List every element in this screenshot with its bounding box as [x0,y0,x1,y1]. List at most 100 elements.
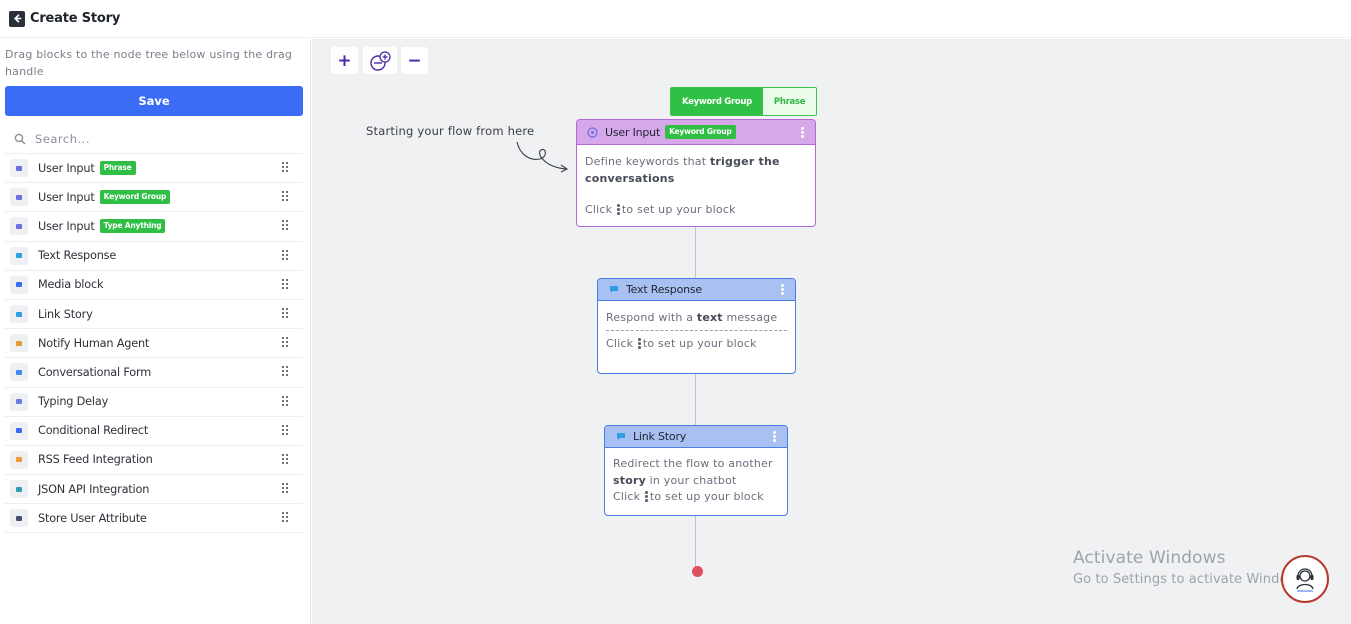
zoom-out-button[interactable]: − [401,47,428,74]
zoom-in-button[interactable]: + [331,47,358,74]
search-bar [5,124,303,154]
desc-text: in your chatbot [645,473,737,487]
block-item[interactable]: Store User Attribute [5,504,303,534]
drag-handle-icon[interactable] [282,483,290,494]
link-story-icon [10,305,28,324]
kebab-menu-icon[interactable] [781,284,784,295]
user-input-icon [10,159,28,178]
node-title: Text Response [626,283,702,296]
typing-delay-icon [10,392,28,411]
node-body: Respond with a text message Click to set… [598,301,795,360]
block-label: Store User Attribute [38,511,147,525]
arrow-left-icon[interactable] [9,10,25,27]
media-icon [10,275,28,294]
desc-bold: trigger the conversations [585,155,780,185]
drag-handle-icon[interactable] [282,395,290,407]
node-description: Redirect the flow to another story in yo… [613,456,779,489]
link-story-node[interactable]: Link Story Redirect the flow to another … [604,425,788,516]
block-item[interactable]: RSS Feed Integration [5,446,303,476]
zoom-fit-icon[interactable] [363,47,397,74]
block-badge: Type Anything [99,219,166,234]
node-connector [695,516,696,571]
watermark-subtitle: Go to Settings to activate Windows. [1073,572,1310,587]
block-label: User Input [38,190,95,204]
node-description: Respond with a text message [606,309,787,326]
activate-windows-watermark: Activate Windows Go to Settings to activ… [1073,548,1309,587]
setup-text: to set up your block [642,337,757,350]
api-icon [10,480,28,499]
block-label: User Input [38,219,95,233]
ellipsis-icon [644,491,648,502]
drag-handle-icon[interactable] [282,278,290,290]
node-description: Define keywords that trigger the convers… [585,153,807,187]
watermark-title: Activate Windows [1073,548,1226,568]
drag-handle-icon[interactable] [282,191,290,202]
block-label: Media block [38,278,104,292]
flow-end-handle[interactable] [692,566,703,577]
block-item[interactable]: Conditional Redirect [5,417,303,446]
drag-handle-icon[interactable] [282,453,290,465]
save-button[interactable]: Save [5,86,303,116]
block-badge: Phrase [99,161,136,176]
store-attribute-icon [10,509,28,528]
support-agent-icon[interactable] [1281,555,1329,603]
redirect-icon [10,421,28,440]
node-header: Text Response [598,279,795,301]
user-input-icon [10,217,28,236]
block-item[interactable]: Notify Human Agent [5,329,303,359]
drag-handle-icon[interactable] [282,220,290,231]
desc-text: message [722,311,778,324]
search-input[interactable] [35,131,275,146]
node-instruction: Click to set up your block [613,489,779,506]
flow-canvas[interactable]: + − Starting your flow from here Keyword… [312,39,1351,624]
node-body: Redirect the flow to another story in yo… [605,448,787,514]
node-body: Define keywords that trigger the convers… [577,145,815,226]
drag-handle-icon[interactable] [282,424,290,436]
block-item[interactable]: Conversational Form [5,358,303,388]
click-text: Click [613,490,641,503]
tab-keyword-group[interactable]: Keyword Group [671,88,763,115]
ellipsis-icon [637,338,641,349]
block-label: Link Story [38,307,93,321]
divider [606,330,787,331]
notify-agent-icon [10,334,28,353]
drag-handle-icon[interactable] [282,366,290,377]
kebab-menu-icon[interactable] [801,127,804,138]
rss-icon [10,450,28,469]
block-item[interactable]: Text Response [5,242,303,271]
block-item[interactable]: JSON API Integration [5,475,303,505]
user-input-node[interactable]: User Input Keyword Group Define keywords… [576,119,816,227]
drag-hint: Drag blocks to the node tree below using… [5,48,293,78]
kebab-menu-icon[interactable] [773,431,776,442]
block-label: Typing Delay [38,395,109,409]
drag-handle-icon[interactable] [282,512,290,523]
node-header: Link Story [605,426,787,448]
block-label: Notify Human Agent [38,336,150,350]
form-icon [10,363,28,382]
user-input-icon [10,188,28,207]
drag-handle-icon[interactable] [282,162,290,173]
drag-handle-icon[interactable] [282,337,290,348]
node-badge: Keyword Group [665,125,736,139]
desc-text: Define keywords that [585,155,710,168]
page-title: Create Story [30,11,121,26]
link-story-icon [615,431,626,442]
block-item[interactable]: Typing Delay [5,388,303,417]
curved-arrow-icon [516,141,569,173]
text-response-node[interactable]: Text Response Respond with a text messag… [597,278,796,374]
block-item[interactable]: Media block [5,271,303,300]
block-item[interactable]: Link Story [5,300,303,330]
node-instruction: Click to set up your block [606,335,787,352]
drag-handle-icon[interactable] [282,307,290,319]
user-input-icon [587,126,598,138]
tab-phrase[interactable]: Phrase [762,88,817,115]
block-item[interactable]: User Input Type Anything [5,212,303,242]
blocks-sidebar: Drag blocks to the node tree below using… [0,39,311,624]
node-connector [695,227,696,278]
node-connector [695,374,696,425]
click-text: Click [585,203,613,216]
flow-start-annotation: Starting your flow from here [366,124,535,138]
drag-handle-icon[interactable] [282,249,290,261]
